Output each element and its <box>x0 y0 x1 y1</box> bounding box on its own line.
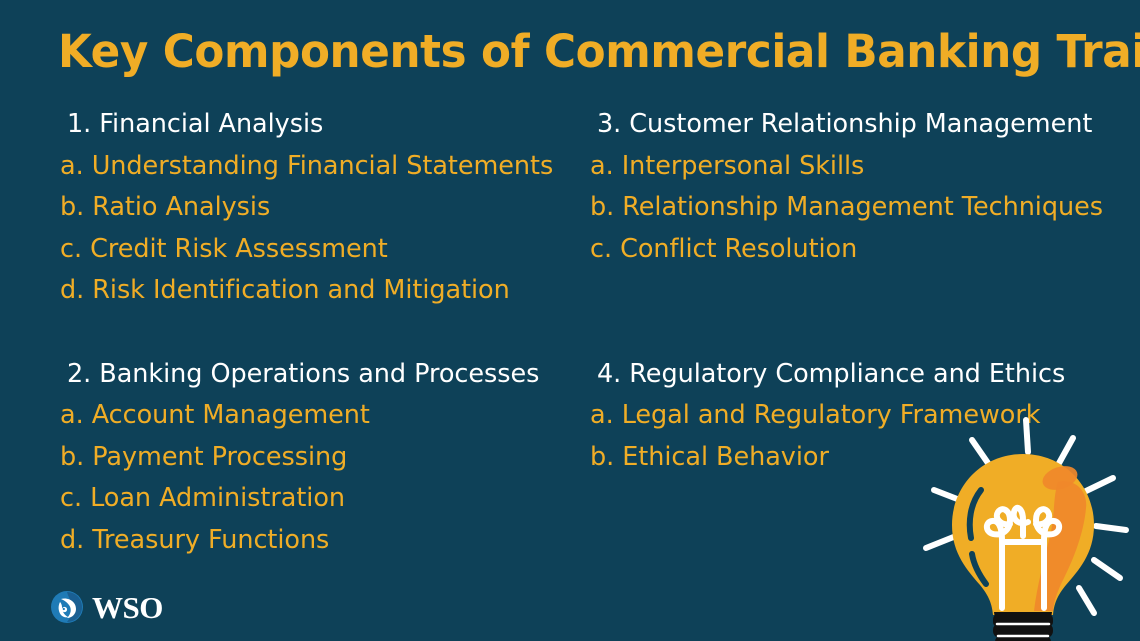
list-item: c. Credit Risk Assessment <box>60 233 388 264</box>
right-column: 3. Customer Relationship Management a. I… <box>590 104 1135 478</box>
list-item: a. Interpersonal Skills <box>590 150 865 181</box>
list-item: b. Relationship Management Techniques <box>590 192 1103 222</box>
list-item: d. Treasury Functions <box>60 524 330 555</box>
list-item: a. Understanding Financial Statements <box>60 150 554 181</box>
lightbulb-shade <box>1034 481 1087 611</box>
wso-wordmark: WSO <box>92 589 163 625</box>
section-group-2: 2. Banking Operations and Processes a. A… <box>60 354 600 562</box>
list-item: c. Conflict Resolution <box>590 233 858 264</box>
left-column: 1. Financial Analysis a. Understanding F… <box>60 104 600 561</box>
list-item: a. Legal and Regulatory Framework <box>590 400 1041 430</box>
list-item: a. Account Management <box>60 400 370 430</box>
wso-logo[interactable]: WSO <box>50 586 163 628</box>
lightbulb-highlight-arc-1 <box>966 487 984 541</box>
section-group-4: 4. Regulatory Compliance and Ethics a. L… <box>590 354 1135 479</box>
lightbulb-base <box>993 612 1053 641</box>
lightbulb-filament <box>983 504 1063 611</box>
content-columns: 1. Financial Analysis a. Understanding F… <box>0 104 1140 555</box>
lightbulb-icon <box>898 408 1140 641</box>
section-group-1: 1. Financial Analysis a. Understanding F… <box>60 104 600 312</box>
section-group-3: 3. Customer Relationship Management a. I… <box>590 104 1135 270</box>
lightbulb-shade-dot <box>1042 466 1078 490</box>
page-title: Key Components of Commercial Banking Tra… <box>58 25 1140 78</box>
wso-mark-icon <box>50 590 84 624</box>
section-heading-3: 3. Customer Relationship Management <box>597 109 1093 139</box>
list-item: d. Risk Identification and Mitigation <box>60 275 510 305</box>
lightbulb-highlight-arc-2 <box>969 551 989 587</box>
section-heading-1: 1. Financial Analysis <box>67 109 324 139</box>
list-item: b. Payment Processing <box>60 441 348 472</box>
list-item: b. Ethical Behavior <box>590 441 829 472</box>
list-item: b. Ratio Analysis <box>60 192 271 222</box>
section-heading-2: 2. Banking Operations and Processes <box>67 358 540 389</box>
list-item: c. Loan Administration <box>60 483 345 513</box>
section-heading-4: 4. Regulatory Compliance and Ethics <box>597 358 1066 389</box>
